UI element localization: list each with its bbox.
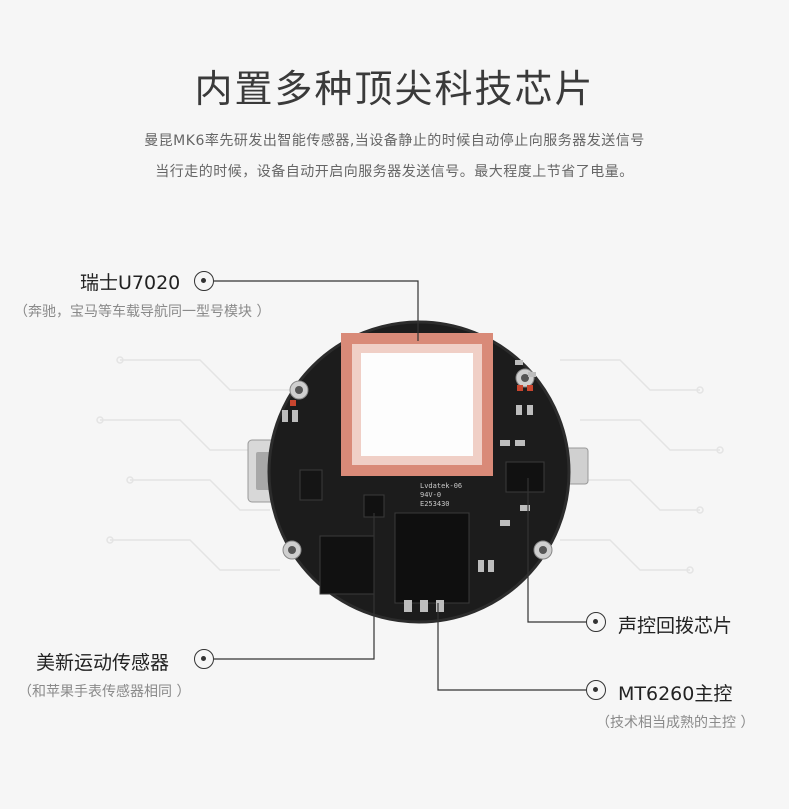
background-traces [96,356,724,574]
marking-2: 94V-0 [420,491,441,499]
callout-gps-label: 瑞士U7020 [80,272,181,294]
callout-voice-dot [586,612,606,632]
mt6260-chip [394,512,470,604]
page-title: 内置多种顶尖科技芯片 [194,67,595,111]
callout-mcu-dot [586,680,606,700]
marking-1: Lvdatek-06 [420,482,462,490]
motion-sensor-chip [319,535,375,595]
callout-voice-label: 声控回拨芯片 [618,615,733,637]
callout-motion-label: 美新运动传感器 [36,652,170,674]
leader-lines [214,280,586,691]
description-line-2: 当行走的时候，设备自动开启向服务器发送信号。最大程度上节省了电量。 [155,164,634,180]
callout-gps-dot [194,271,214,291]
callout-mcu-label: MT6260主控 [618,683,733,705]
callout-mcu-note: （技术相当成熟的主控 ） [596,715,755,731]
callout-gps-note: （奔驰，宝马等车载导航同一型号模块 ） [14,304,271,320]
description-line-1: 曼昆MK6率先研发出智能传感器,当设备静止的时候自动停止向服务器发送信号 [144,133,645,149]
marking-3: E253430 [420,500,450,508]
callout-motion-note: （和苹果手表传感器相同 ） [18,684,191,700]
gps-antenna [341,333,493,476]
voice-callback-chip [505,461,545,493]
callout-motion-dot [194,649,214,669]
